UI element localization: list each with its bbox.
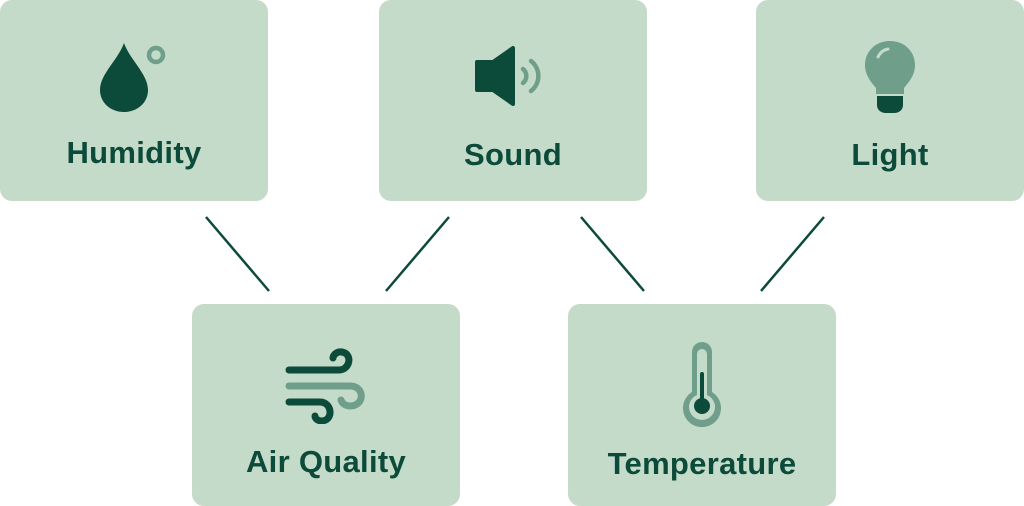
- temperature-label: Temperature: [607, 446, 797, 481]
- speaker-icon: [379, 44, 647, 108]
- light-bulb-icon: [756, 38, 1024, 116]
- connector-sound-air-quality: [385, 216, 450, 292]
- light-card: Light: [756, 0, 1024, 201]
- thermometer-icon: [568, 342, 836, 428]
- humidity-card: Humidity: [0, 0, 268, 201]
- wind-icon: [192, 348, 460, 424]
- connector-humidity-air-quality: [205, 216, 270, 292]
- connector-light-temperature: [760, 216, 825, 292]
- air-quality-label: Air Quality: [245, 444, 407, 479]
- temperature-card: Temperature: [568, 304, 836, 506]
- humidity-label: Humidity: [66, 135, 202, 170]
- water-drop-icon: [0, 40, 268, 116]
- sound-label: Sound: [464, 137, 562, 172]
- sound-card: Sound: [379, 0, 647, 201]
- light-label: Light: [851, 137, 929, 172]
- connector-sound-temperature: [580, 216, 645, 292]
- air-quality-card: Air Quality: [192, 304, 460, 506]
